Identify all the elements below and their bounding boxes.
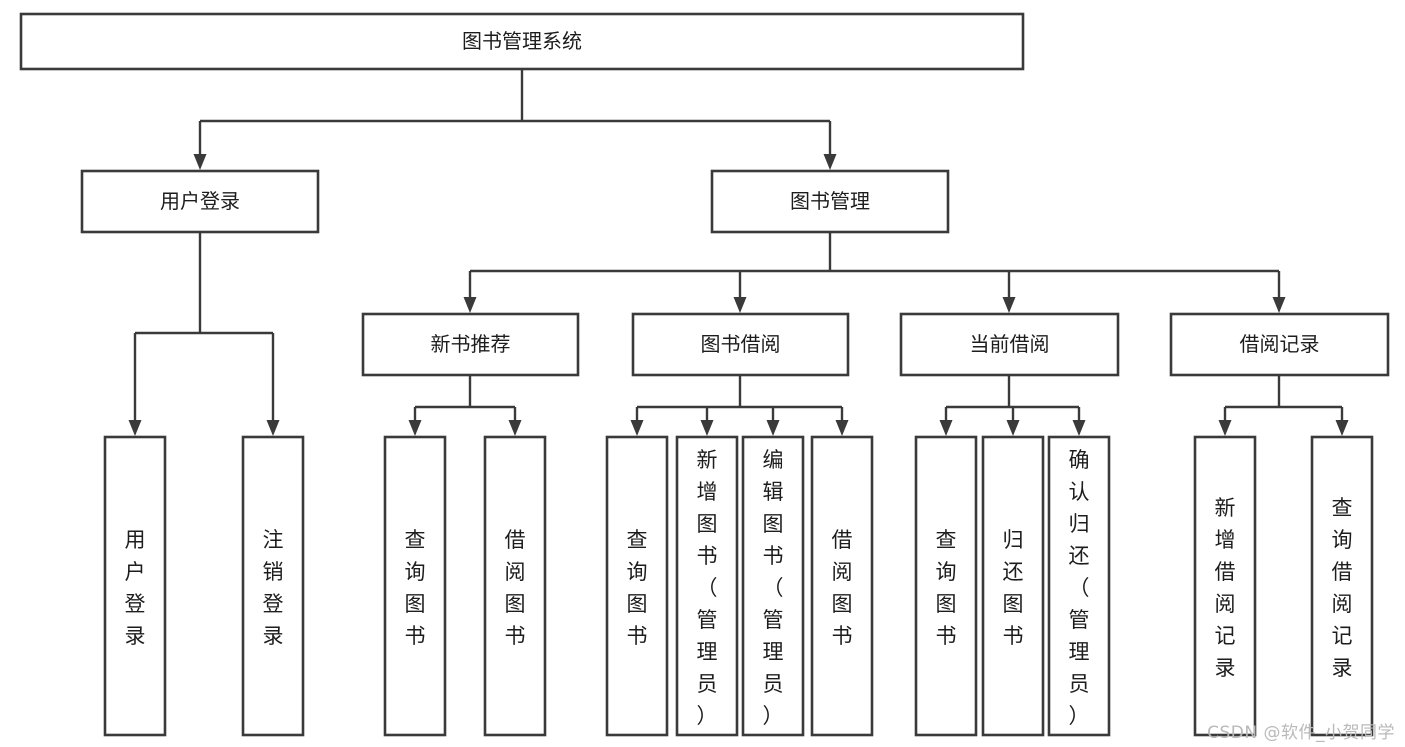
node-box[interactable] xyxy=(1169,312,1390,377)
node-label: 借阅记录 xyxy=(1240,332,1320,356)
node-label: 归还图书 xyxy=(1003,528,1024,648)
node-leaf-确认归还管理员-10[interactable]: 确认归还（管理员） xyxy=(1047,435,1111,737)
connector-layer xyxy=(128,69,1349,436)
node-l3-新书推荐-0[interactable]: 新书推荐 xyxy=(361,312,580,377)
connector-新书推荐 xyxy=(408,375,522,436)
node-label: 编辑图书（管理员） xyxy=(763,448,784,728)
arrow-head-icon xyxy=(1006,420,1020,436)
node-l2-用户登录-0[interactable]: 用户登录 xyxy=(80,169,320,234)
arrow-head-icon xyxy=(1218,420,1232,436)
node-box[interactable] xyxy=(810,435,874,737)
connector-图书借阅 xyxy=(630,375,849,436)
arrow-head-icon xyxy=(766,420,780,436)
connector-借阅记录 xyxy=(1218,375,1349,436)
node-box[interactable] xyxy=(631,312,850,377)
node-leaf-新增图书管理员-5[interactable]: 新增图书（管理员） xyxy=(675,435,739,737)
arrow-head-icon xyxy=(266,420,280,436)
node-leaf-借阅图书-7[interactable]: 借阅图书 xyxy=(810,435,874,737)
node-label: 确认归还（管理员） xyxy=(1069,448,1090,728)
connector-图书管理系统 xyxy=(193,69,837,170)
node-box[interactable] xyxy=(981,435,1045,737)
node-box[interactable] xyxy=(241,435,305,737)
node-leaf-借阅图书-3[interactable]: 借阅图书 xyxy=(483,435,547,737)
node-label: 图书管理系统 xyxy=(462,29,582,53)
arrow-head-icon xyxy=(700,420,714,436)
node-label: 当前借阅 xyxy=(970,332,1050,356)
node-label: 新书推荐 xyxy=(431,332,511,356)
arrow-head-icon xyxy=(823,154,837,170)
node-box[interactable] xyxy=(483,435,547,737)
arrow-head-icon xyxy=(1335,420,1349,436)
node-leaf-编辑图书管理员-6[interactable]: 编辑图书（管理员） xyxy=(741,435,805,737)
node-box[interactable] xyxy=(605,435,669,737)
node-box[interactable] xyxy=(383,435,447,737)
arrow-head-icon xyxy=(1272,297,1286,313)
node-label: 用户登录 xyxy=(125,528,146,648)
node-leaf-用户登录-0[interactable]: 用户登录 xyxy=(103,435,167,737)
node-box[interactable] xyxy=(741,435,805,737)
node-box[interactable] xyxy=(1047,435,1111,737)
arrow-head-icon xyxy=(128,420,142,436)
node-label: 查询图书 xyxy=(405,528,426,648)
node-box[interactable] xyxy=(675,435,739,737)
node-root-图书管理系统-0[interactable]: 图书管理系统 xyxy=(19,12,1025,71)
arrow-head-icon xyxy=(408,420,422,436)
node-label: 用户登录 xyxy=(160,189,240,213)
node-label: 借阅图书 xyxy=(832,528,853,648)
connector-当前借阅 xyxy=(939,375,1086,436)
node-box[interactable] xyxy=(103,435,167,737)
node-box[interactable] xyxy=(1310,435,1374,737)
arrow-head-icon xyxy=(463,297,477,313)
node-label: 图书管理 xyxy=(790,189,870,213)
node-l2-图书管理-1[interactable]: 图书管理 xyxy=(710,169,950,234)
node-label: 查询图书 xyxy=(936,528,957,648)
node-label: 借阅图书 xyxy=(505,528,526,648)
node-box[interactable] xyxy=(1193,435,1257,737)
connector-用户登录 xyxy=(128,232,280,436)
node-leaf-查询借阅记录-12[interactable]: 查询借阅记录 xyxy=(1310,435,1374,737)
arrow-head-icon xyxy=(508,420,522,436)
node-leaf-新增借阅记录-11[interactable]: 新增借阅记录 xyxy=(1193,435,1257,737)
node-label: 新增借阅记录 xyxy=(1215,496,1236,680)
node-label: 查询图书 xyxy=(627,528,648,648)
node-box[interactable] xyxy=(914,435,978,737)
node-label: 注销登录 xyxy=(263,528,284,648)
arrow-head-icon xyxy=(193,154,207,170)
arrow-head-icon xyxy=(733,297,747,313)
node-leaf-查询图书-4[interactable]: 查询图书 xyxy=(605,435,669,737)
node-box[interactable] xyxy=(710,169,950,234)
arrow-head-icon xyxy=(835,420,849,436)
node-box[interactable] xyxy=(899,312,1120,377)
node-layer: 图书管理系统用户登录图书管理新书推荐图书借阅当前借阅借阅记录用户登录注销登录查询… xyxy=(19,12,1390,737)
node-leaf-注销登录-1[interactable]: 注销登录 xyxy=(241,435,305,737)
csdn-watermark: CSDN @软件_小贺同学 xyxy=(1207,723,1395,743)
connector-图书管理 xyxy=(463,232,1286,313)
node-leaf-查询图书-2[interactable]: 查询图书 xyxy=(383,435,447,737)
node-l3-当前借阅-2[interactable]: 当前借阅 xyxy=(899,312,1120,377)
node-box[interactable] xyxy=(80,169,320,234)
arrow-head-icon xyxy=(1002,297,1016,313)
node-box[interactable] xyxy=(361,312,580,377)
node-label: 新增图书（管理员） xyxy=(697,448,718,728)
node-leaf-归还图书-9[interactable]: 归还图书 xyxy=(981,435,1045,737)
arrow-head-icon xyxy=(939,420,953,436)
node-box[interactable] xyxy=(19,12,1025,71)
node-l3-图书借阅-1[interactable]: 图书借阅 xyxy=(631,312,850,377)
node-label: 图书借阅 xyxy=(701,332,781,356)
node-leaf-查询图书-8[interactable]: 查询图书 xyxy=(914,435,978,737)
node-l3-借阅记录-3[interactable]: 借阅记录 xyxy=(1169,312,1390,377)
arrow-head-icon xyxy=(1072,420,1086,436)
arrow-head-icon xyxy=(630,420,644,436)
node-label: 查询借阅记录 xyxy=(1332,496,1353,680)
